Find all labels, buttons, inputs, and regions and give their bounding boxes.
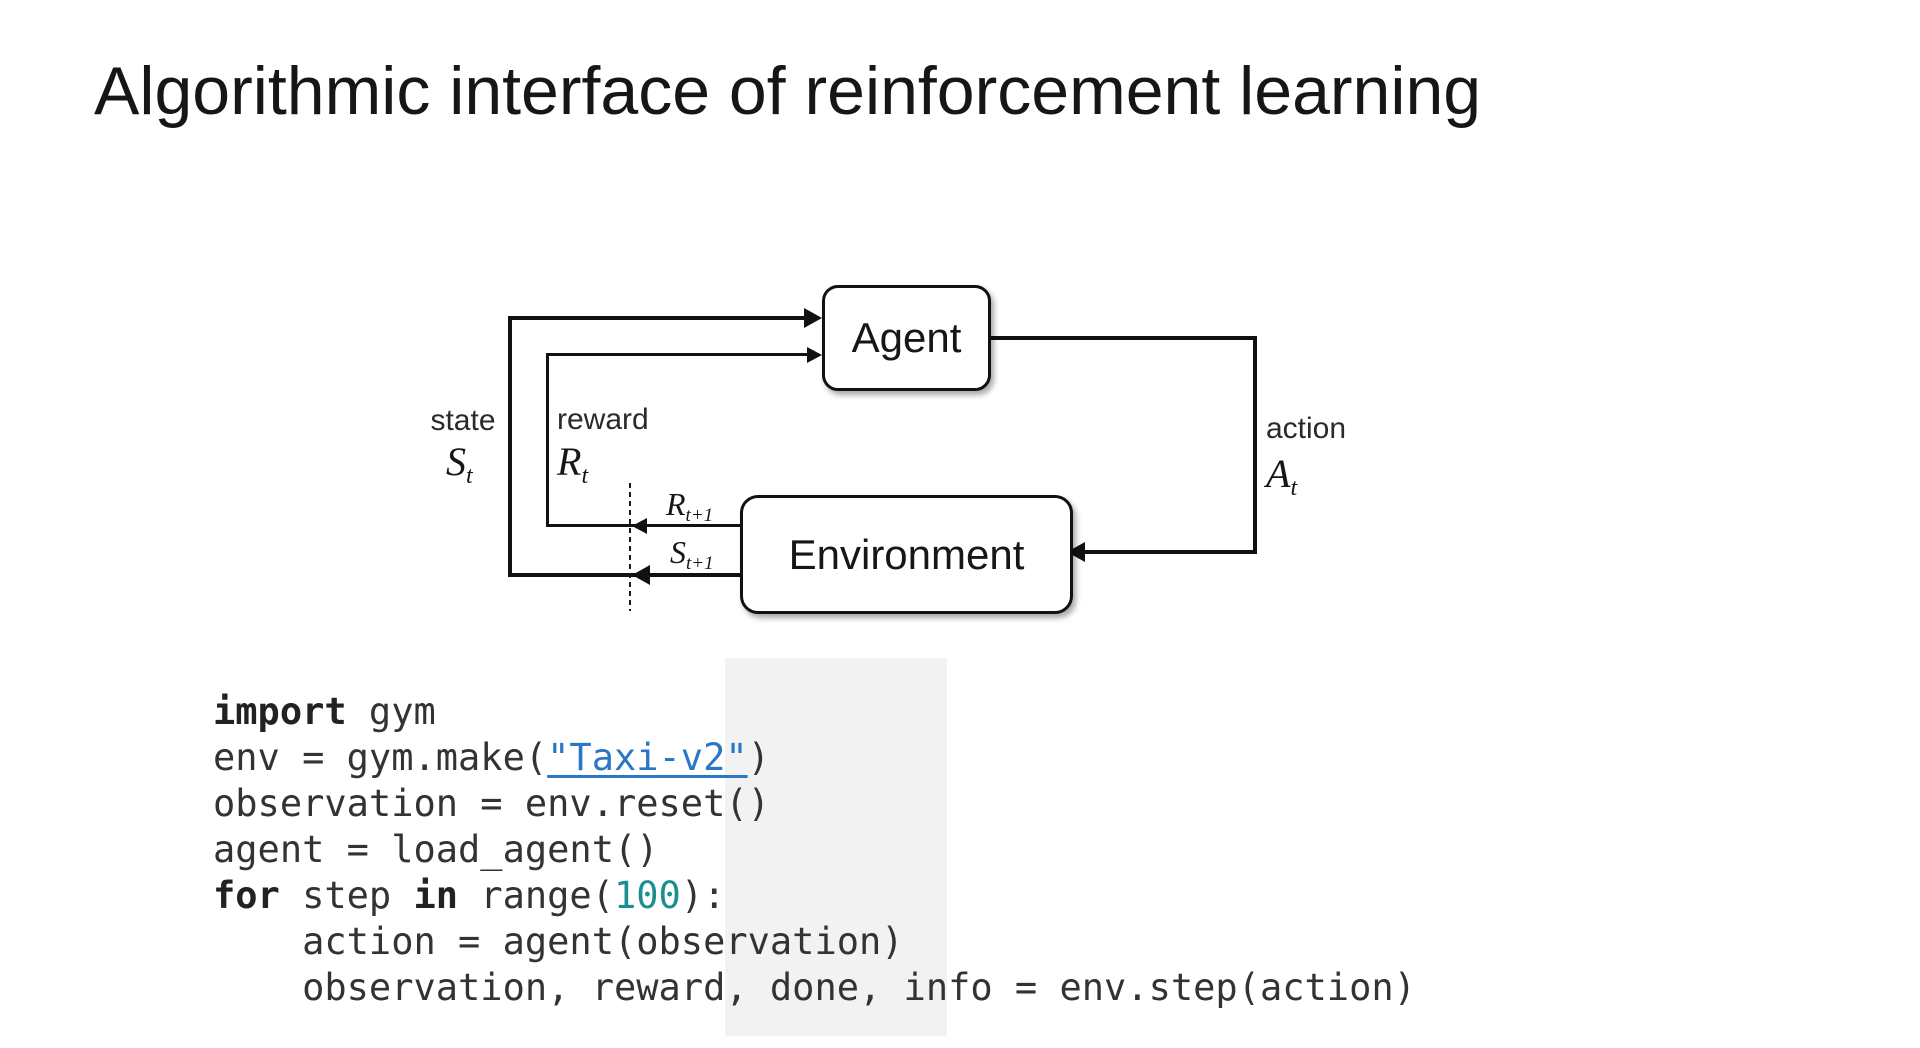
- next-reward-arrowhead: [632, 518, 647, 534]
- code-segment: ):: [680, 874, 726, 917]
- reward-line-top: [546, 353, 808, 356]
- next-state-arrowhead: [632, 565, 650, 585]
- code-segment: step: [279, 874, 414, 917]
- code-segment: ): [747, 736, 770, 779]
- reward-arrowhead-into-agent: [807, 347, 822, 363]
- environment-box: Environment: [740, 495, 1073, 614]
- action-label: action: [1266, 412, 1347, 445]
- code-env-id-link[interactable]: "Taxi-v2": [547, 736, 748, 779]
- watermark-band: [725, 658, 947, 1036]
- state-symbol: St: [446, 439, 473, 489]
- code-segment: agent = load_agent(): [213, 828, 659, 871]
- code-line: env = gym.make("Taxi-v2"): [213, 735, 1416, 781]
- code-segment: observation = env.reset(): [213, 782, 770, 825]
- slide-title: Algorithmic interface of reinforcement l…: [94, 53, 1482, 129]
- code-line: observation = env.reset(): [213, 781, 1416, 827]
- agent-box: Agent: [822, 285, 991, 391]
- code-line: import gym: [213, 689, 1416, 735]
- action-line-top: [985, 336, 1257, 340]
- state-arrowhead-into-agent: [804, 308, 822, 328]
- next-state-symbol: St+1: [670, 534, 714, 574]
- code-segment: range(: [458, 874, 614, 917]
- agent-label: Agent: [851, 314, 962, 361]
- code-segment: env = gym.make(: [213, 736, 548, 779]
- state-return-line: [508, 573, 740, 577]
- reward-line-vertical: [546, 353, 549, 527]
- action-line-bottom: [1083, 550, 1257, 554]
- code-segment: action = agent(observation): [213, 920, 904, 963]
- timestep-dashed-line: [629, 483, 631, 611]
- code-line: action = agent(observation): [213, 919, 1416, 965]
- code-line: observation, reward, done, info = env.st…: [213, 965, 1416, 1011]
- action-line-vertical: [1253, 336, 1257, 554]
- reward-label: reward: [557, 403, 649, 436]
- environment-label: Environment: [788, 530, 1025, 578]
- code-segment: import: [213, 690, 347, 733]
- state-line-vertical: [508, 316, 512, 577]
- reward-symbol: Rt: [557, 439, 589, 489]
- code-segment: observation, reward, done, info = env.st…: [213, 966, 1416, 1009]
- code-segment: gym: [346, 690, 436, 733]
- code-segment: in: [413, 874, 459, 917]
- state-line-top: [510, 316, 806, 320]
- code-segment: for: [213, 874, 280, 917]
- code-line: agent = load_agent(): [213, 827, 1416, 873]
- next-reward-symbol: Rt+1: [666, 486, 714, 526]
- action-symbol: At: [1266, 451, 1298, 501]
- state-label: state: [430, 404, 496, 437]
- code-line: for step in range(100):: [213, 873, 1416, 919]
- code-segment: 100: [613, 874, 681, 917]
